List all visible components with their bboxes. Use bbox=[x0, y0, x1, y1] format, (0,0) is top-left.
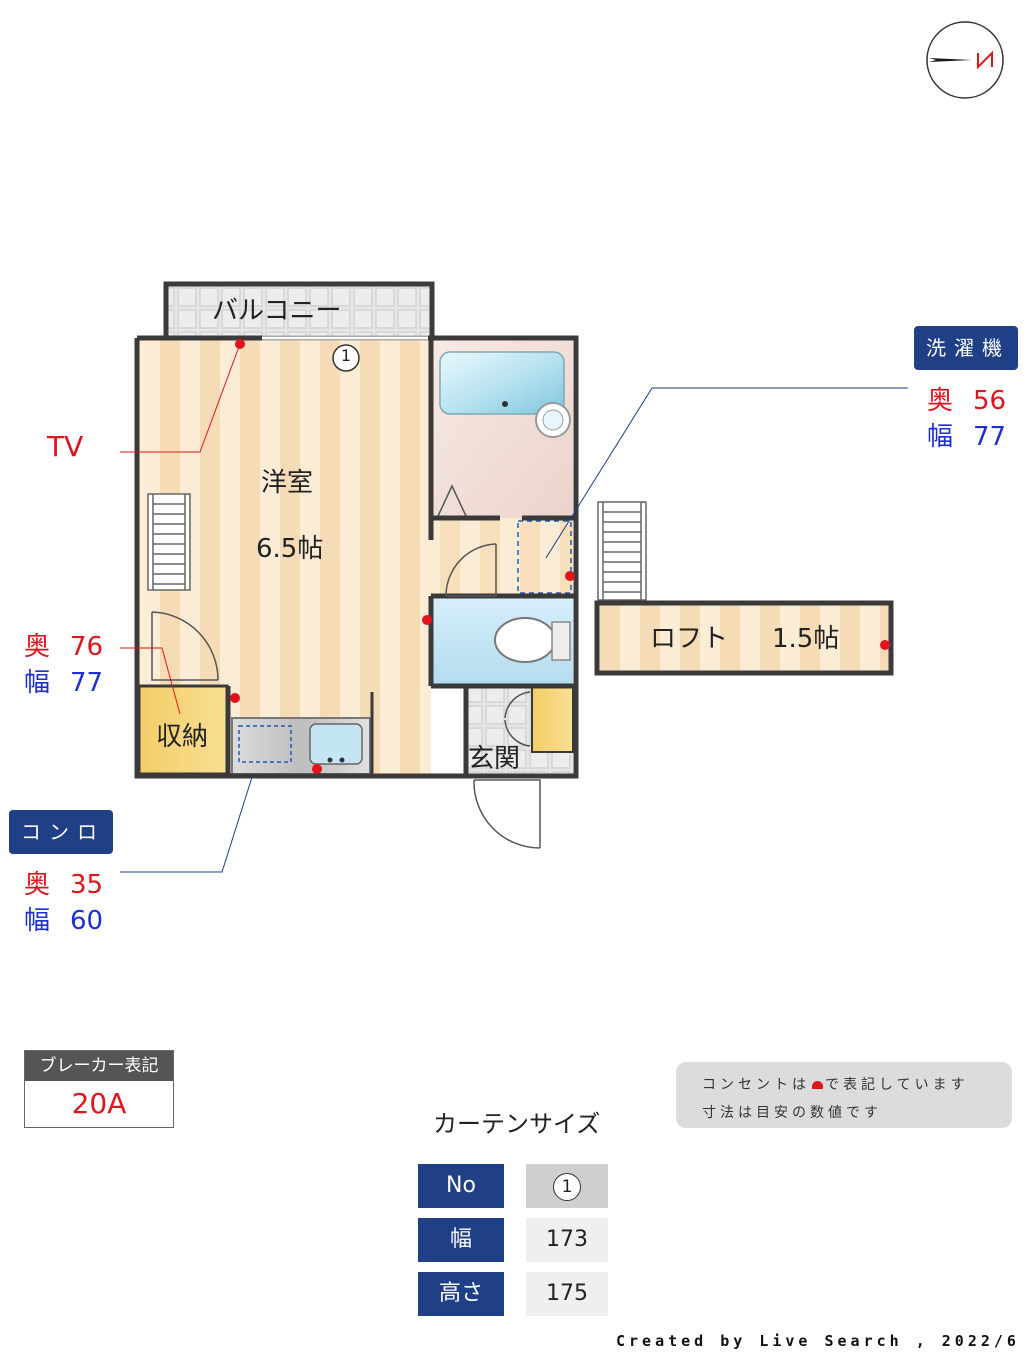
loft-ladder bbox=[597, 501, 647, 601]
credit: Created by Live Search , 2022/6 bbox=[616, 1332, 1020, 1350]
curtain-width-value: 173 bbox=[526, 1218, 608, 1262]
storage-label: 収納 bbox=[156, 722, 209, 752]
curtain-title: カーテンサイズ bbox=[433, 1110, 601, 1138]
walls bbox=[134, 335, 579, 779]
curtain-width-header: 幅 bbox=[418, 1218, 504, 1262]
stove-leader bbox=[120, 773, 254, 873]
curtain-no-header: No bbox=[418, 1164, 504, 1208]
entrance-label: 玄関 bbox=[468, 744, 521, 774]
stove-badge: コンロ bbox=[9, 810, 113, 854]
balcony bbox=[163, 281, 435, 341]
curtain-marker-circle bbox=[332, 344, 360, 372]
washer-leader bbox=[545, 387, 908, 559]
outlet-icon bbox=[812, 1081, 823, 1089]
western-room-label: 洋室 bbox=[261, 468, 314, 498]
curtain-marker-number: 1 bbox=[340, 346, 352, 365]
note-dimensions: 寸法は目安の数値です bbox=[702, 1105, 882, 1121]
note-outlet: コンセントはで表記しています bbox=[702, 1077, 969, 1093]
compass bbox=[926, 21, 1004, 99]
tv-label: TV bbox=[47, 430, 84, 463]
curtain-no-value: 1 bbox=[526, 1164, 608, 1208]
storage-leader bbox=[120, 647, 181, 715]
loft bbox=[594, 600, 894, 676]
ladder bbox=[147, 493, 191, 591]
breaker-box: ブレーカー表記 20A bbox=[24, 1050, 174, 1128]
breaker-value: 20A bbox=[25, 1081, 173, 1127]
washer-badge: 洗濯機 bbox=[914, 326, 1018, 370]
western-room-size: 6.5帖 bbox=[256, 534, 324, 564]
balcony-label: バルコニー bbox=[212, 296, 342, 326]
loft-label: ロフト bbox=[650, 624, 729, 654]
outlets bbox=[230, 339, 890, 774]
notes-box: コンセントはで表記しています 寸法は目安の数値です bbox=[676, 1062, 1012, 1128]
loft-size: 1.5帖 bbox=[772, 624, 840, 654]
curtain-height-header: 高さ bbox=[418, 1272, 504, 1316]
curtain-height-value: 175 bbox=[526, 1272, 608, 1316]
tv-leader bbox=[120, 343, 241, 453]
breaker-header: ブレーカー表記 bbox=[25, 1051, 173, 1081]
